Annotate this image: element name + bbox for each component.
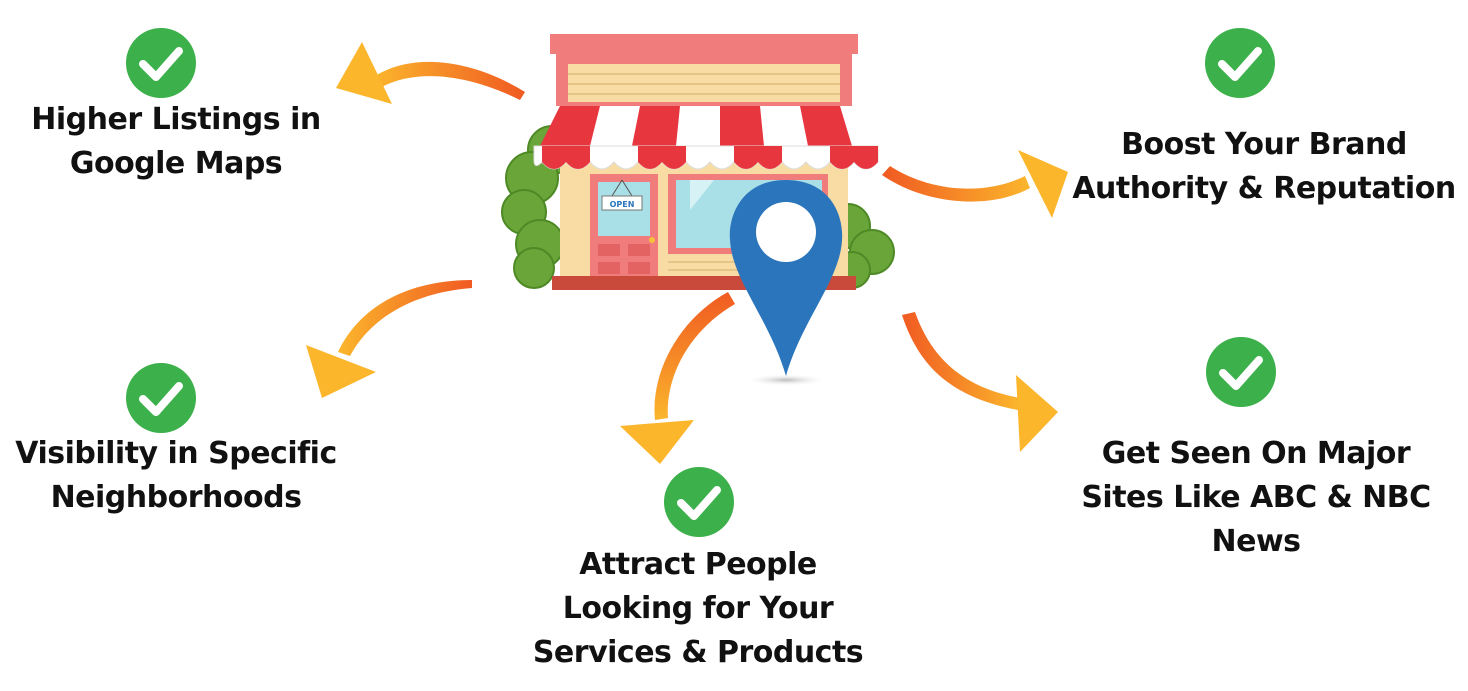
arrow-to-neighborhoods: [306, 280, 472, 398]
arrow-to-sites: [902, 312, 1058, 452]
checkmark-circle-icon: [126, 28, 196, 98]
map-pin-icon: [729, 180, 843, 386]
checkmark-circle-icon: [1205, 28, 1275, 98]
benefit-brand-label: Boost Your Brand Authority & Reputation: [1072, 127, 1456, 206]
arrow-to-maps: [336, 42, 525, 104]
benefit-maps-label: Higher Listings in Google Maps: [31, 102, 321, 181]
benefit-attract-label: Attract People Looking for Your Services…: [532, 547, 864, 670]
checkmark-circle-icon: [664, 467, 734, 537]
storefront-illustration: OPEN: [501, 34, 895, 290]
benefit-neighborhoods-label: Visibility in Specific Neighborhoods: [15, 436, 337, 515]
store-door: OPEN: [590, 174, 658, 278]
arrow-to-brand: [882, 150, 1068, 218]
benefit-sites-label: Get Seen On Major Sites Like ABC & NBC N…: [1081, 436, 1431, 559]
checkmark-circle-icon: [126, 363, 196, 433]
awning: [533, 106, 879, 170]
open-sign: OPEN: [610, 200, 635, 209]
checkmark-circle-icon: [1206, 337, 1276, 407]
arrow-to-attract: [620, 292, 735, 464]
